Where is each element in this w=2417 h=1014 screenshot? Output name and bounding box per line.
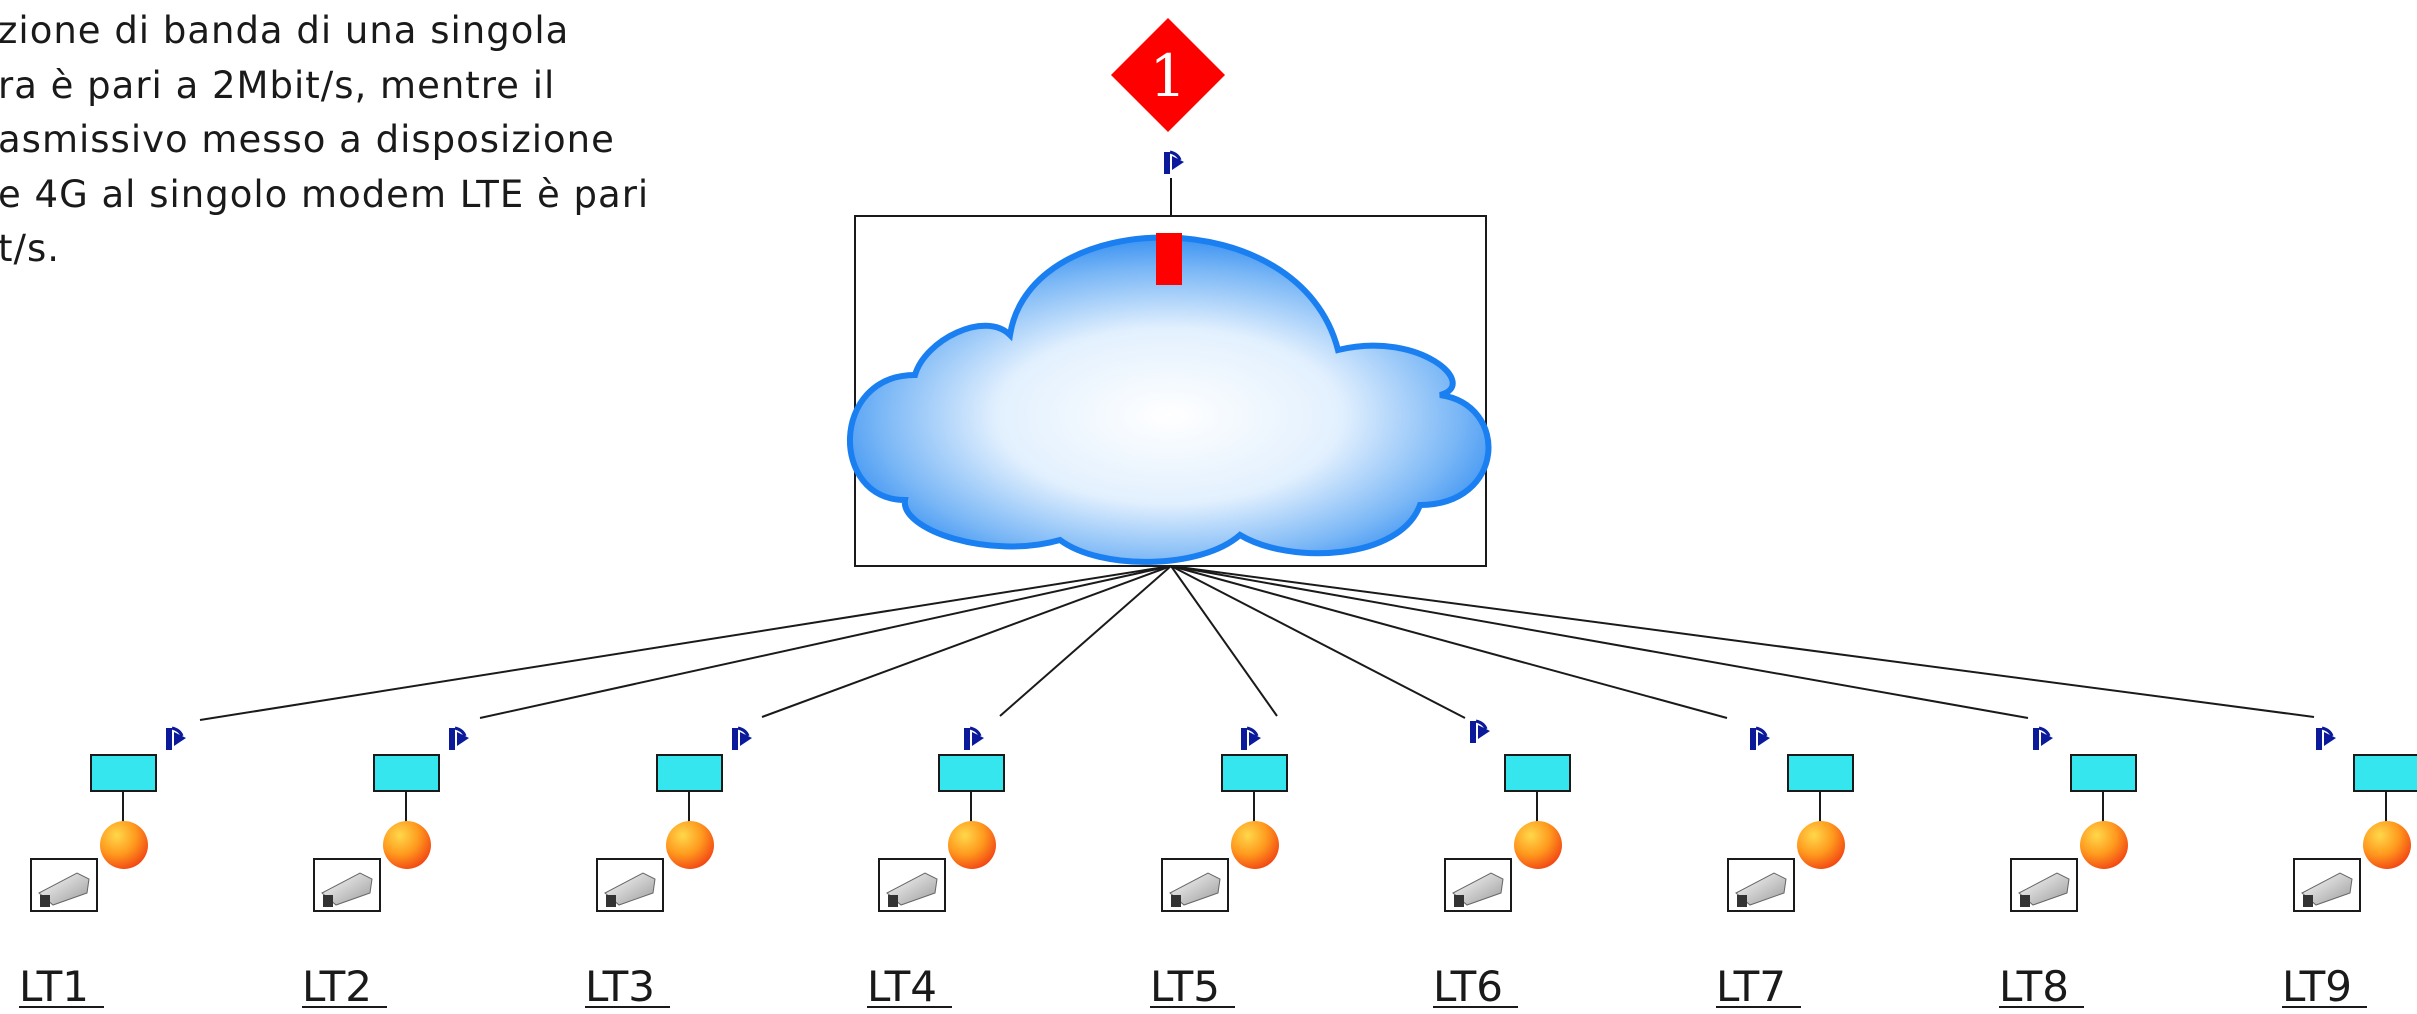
node-label: LT2: [302, 962, 372, 1011]
power-ball: [2080, 821, 2128, 869]
description-line-3: asmissivo messo a disposizione: [0, 118, 615, 161]
node-lt7: LT7: [1716, 726, 1854, 1011]
signal-icon: [166, 726, 186, 750]
camera-icon: [1161, 858, 1229, 912]
connection-lines: [199, 565, 2315, 721]
node-lt8: LT8: [1999, 726, 2137, 1011]
lte-modem: [656, 754, 723, 792]
power-ball: [666, 821, 714, 869]
camera-icon: [313, 858, 381, 912]
node-lt1: LT1: [19, 726, 186, 1011]
lte-modem: [1787, 754, 1854, 792]
badge-diamond: 1: [1111, 18, 1225, 132]
link-lt9: [1170, 565, 2315, 718]
node-label: LT1: [19, 962, 89, 1011]
badge-number: 1: [1150, 42, 1187, 110]
node-label: LT7: [1716, 962, 1786, 1011]
description-line-4: e 4G al singolo modem LTE è pari: [0, 173, 649, 216]
link-lt7: [1170, 565, 1728, 719]
power-ball: [948, 821, 996, 869]
node-lt3: LT3: [585, 726, 752, 1011]
camera-icon: [1727, 858, 1795, 912]
description-line-1: zione di banda di una singola: [0, 9, 569, 52]
power-ball: [1514, 821, 1562, 869]
node-label: LT8: [1999, 962, 2069, 1011]
lte-modem: [1504, 754, 1571, 792]
signal-icon: [2033, 726, 2053, 750]
power-ball: [2363, 821, 2411, 869]
camera-icon: [1444, 858, 1512, 912]
signal-icon: [964, 726, 984, 750]
signal-icon: [1164, 150, 1184, 174]
link-lt2: [479, 565, 1172, 719]
description-line-5: t/s.: [0, 227, 60, 270]
link-lt1: [199, 565, 1172, 721]
camera-icon: [596, 858, 664, 912]
node-lt2: LT2: [302, 726, 469, 1011]
power-ball: [383, 821, 431, 869]
node-label: LT6: [1433, 962, 1503, 1011]
lte-modem: [373, 754, 440, 792]
node-lt4: LT4: [867, 726, 1005, 1011]
link-lt8: [1170, 565, 2029, 719]
camera-icon: [2010, 858, 2078, 912]
link-lt6: [1170, 565, 1466, 719]
description-text: zione di banda di una singola ra è pari …: [0, 9, 649, 270]
lte-modem: [938, 754, 1005, 792]
power-ball: [1231, 821, 1279, 869]
signal-icon: [1241, 726, 1261, 750]
node-label: LT3: [585, 962, 655, 1011]
link-lt4: [999, 565, 1172, 717]
signal-icon: [732, 726, 752, 750]
link-lt5: [1170, 565, 1278, 717]
signal-icon: [1470, 719, 1490, 743]
lte-modem: [2070, 754, 2137, 792]
signal-icon: [449, 726, 469, 750]
node-label: LT4: [867, 962, 937, 1011]
signal-icon: [1750, 726, 1770, 750]
camera-icon: [878, 858, 946, 912]
uplink-block: [1156, 233, 1182, 285]
node-lt6: LT6: [1433, 719, 1571, 1011]
description-line-2: ra è pari a 2Mbit/s, mentre il: [0, 64, 555, 107]
node-lt9: LT9: [2282, 726, 2417, 1011]
lte-modem: [90, 754, 157, 792]
node-label: LT5: [1150, 962, 1220, 1011]
camera-icon: [30, 858, 98, 912]
node-lt5: LT5: [1150, 726, 1288, 1011]
node-label: LT9: [2282, 962, 2352, 1011]
camera-icon: [2293, 858, 2361, 912]
power-ball: [1797, 821, 1845, 869]
badge-diamond-shape: [1111, 18, 1225, 132]
signal-icon: [2316, 726, 2336, 750]
lte-modem: [1221, 754, 1288, 792]
lte-modem: [2353, 754, 2417, 792]
power-ball: [100, 821, 148, 869]
link-lt3: [761, 565, 1172, 718]
cloud-icon: [846, 234, 1492, 565]
cloud-antenna: [1164, 150, 1184, 216]
